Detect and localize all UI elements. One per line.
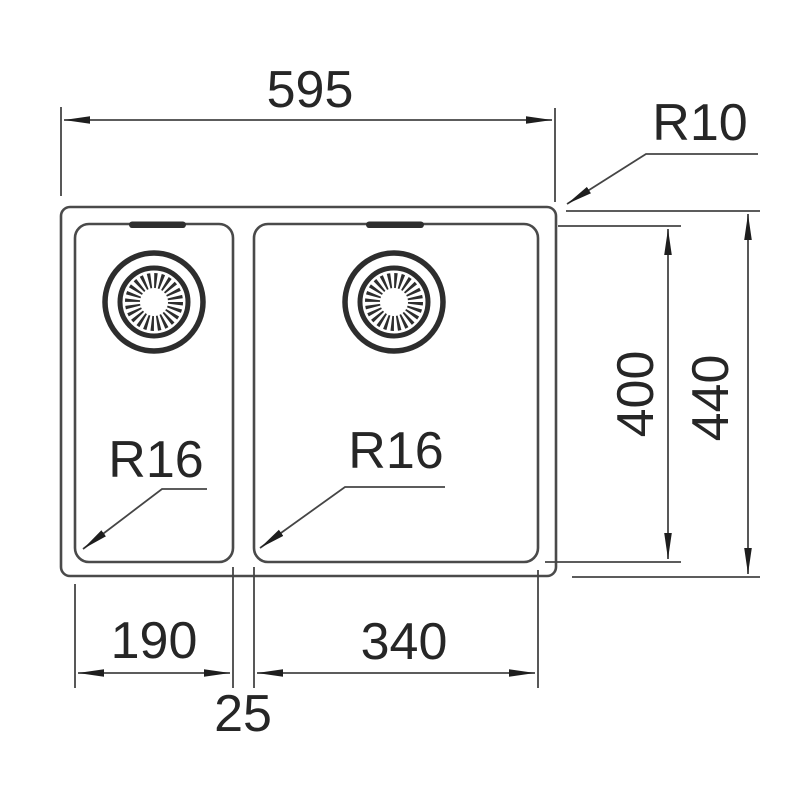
callout-outer-corner-radius: R10 — [566, 94, 758, 205]
dimension-overall-depth: 440 — [566, 210, 760, 578]
right-drain-strainer-icon — [342, 250, 446, 354]
callout-left-bowl-radius: R16 — [82, 431, 207, 550]
dimension-value-center-gap: 25 — [214, 685, 272, 743]
dimension-bowl-depth: 400 — [545, 225, 681, 563]
right-bowl-overflow-mark — [366, 221, 424, 228]
dimension-value-overall-depth: 440 — [682, 355, 740, 442]
dimension-value-left-bowl-width: 190 — [111, 612, 198, 670]
leader-line — [82, 488, 207, 550]
radius-value-left-bowl: R16 — [108, 431, 203, 489]
radius-value-right-bowl: R16 — [348, 422, 443, 480]
leader-line — [259, 486, 445, 549]
dimension-value-bowl-depth: 400 — [607, 351, 665, 438]
radius-value-outer-corner: R10 — [652, 94, 747, 152]
left-bowl — [73, 222, 235, 564]
left-bowl-overflow-mark — [129, 221, 186, 228]
callout-right-bowl-radius: R16 — [259, 422, 445, 549]
dimension-value-overall-width: 595 — [267, 61, 354, 119]
dimension-bottom-group: 190 340 25 — [74, 567, 539, 743]
left-drain-strainer-icon — [102, 250, 206, 354]
sink-body — [59, 205, 558, 578]
dimension-value-right-bowl-width: 340 — [361, 613, 448, 671]
dimension-overall-width: 595 — [60, 61, 556, 202]
leader-line — [566, 153, 758, 205]
